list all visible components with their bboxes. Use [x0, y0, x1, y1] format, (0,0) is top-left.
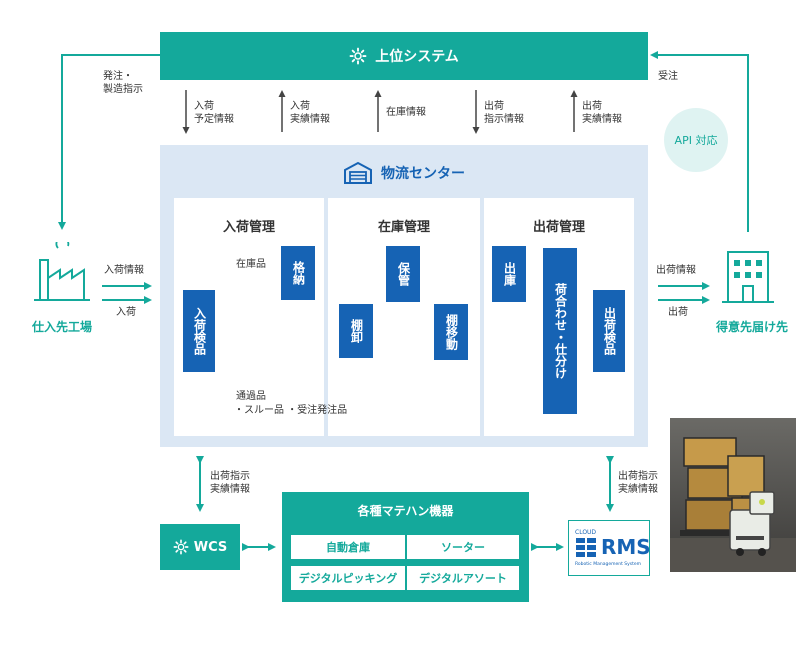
customer-label: 得意先届け先 [715, 320, 788, 334]
label-passthrough: 通過品 [236, 391, 266, 402]
label-out-info: 出荷情報 [656, 265, 696, 276]
warehouse-icon [344, 161, 372, 184]
label-rms-link: 出荷指示実績情報 [618, 471, 658, 495]
material-handling-title: 各種マテハン機器 [357, 504, 454, 518]
robot-photo [670, 418, 796, 572]
step-keep: 保管 [386, 246, 420, 302]
label-in-info: 入荷情報 [104, 265, 144, 276]
label-out: 出荷 [668, 307, 688, 318]
equipment-item: デジタルピッキング [291, 566, 405, 590]
label-in-result: 入荷実績情報 [290, 101, 330, 125]
step-dispatch: 出庫 [492, 246, 526, 302]
logistics-center-title: 物流センター [160, 152, 648, 194]
stock-title: 在庫管理 [377, 220, 430, 235]
api-badge: API 対応 [664, 108, 728, 172]
label-order-instruct: 発注・製造指示 [103, 71, 143, 95]
step-shelf-move: 棚移動 [434, 304, 468, 360]
gear-icon [173, 539, 189, 555]
factory-icon [34, 242, 90, 301]
step-shelf-clear: 棚卸 [339, 304, 373, 358]
rms-grid-icon [576, 538, 596, 557]
label-stock-info: 在庫情報 [386, 107, 426, 118]
step-inspect-in: 入荷検品 [183, 290, 215, 372]
step-sort: 荷合わせ・仕分け [543, 248, 577, 414]
label-in-plan: 入荷予定情報 [194, 101, 234, 125]
equipment-item: 自動倉庫 [291, 535, 405, 559]
gear-icon [349, 47, 367, 65]
step-store: 格納 [281, 246, 315, 300]
supplier-label: 仕入先工場 [31, 320, 92, 334]
label-received-order: 受注 [658, 71, 678, 82]
label-wcs-link: 出荷指示実績情報 [210, 471, 250, 495]
label-out-instruct: 出荷指示情報 [484, 101, 524, 125]
step-inspect-out: 出荷検品 [593, 290, 625, 372]
equipment-item: デジタルアソート [407, 566, 519, 590]
rms-logo: CLOUD RMS Robotic Management System [568, 520, 651, 576]
upper-system-box: 上位システム [160, 32, 648, 80]
label-out-result: 出荷実績情報 [582, 101, 622, 125]
inbound-title: 入荷管理 [222, 220, 275, 235]
outbound-title: 出荷管理 [532, 220, 585, 235]
label-passthrough-items: ・スルー品 ・受注発注品 [234, 405, 348, 416]
building-icon [722, 251, 774, 303]
wcs-box: WCS [160, 524, 240, 570]
upper-system-label: 上位システム [375, 49, 459, 65]
equipment-item: ソーター [407, 535, 519, 559]
label-stock-item: 在庫品 [236, 259, 266, 270]
wcs-label: WCS [193, 539, 228, 555]
label-in: 入荷 [116, 307, 136, 318]
